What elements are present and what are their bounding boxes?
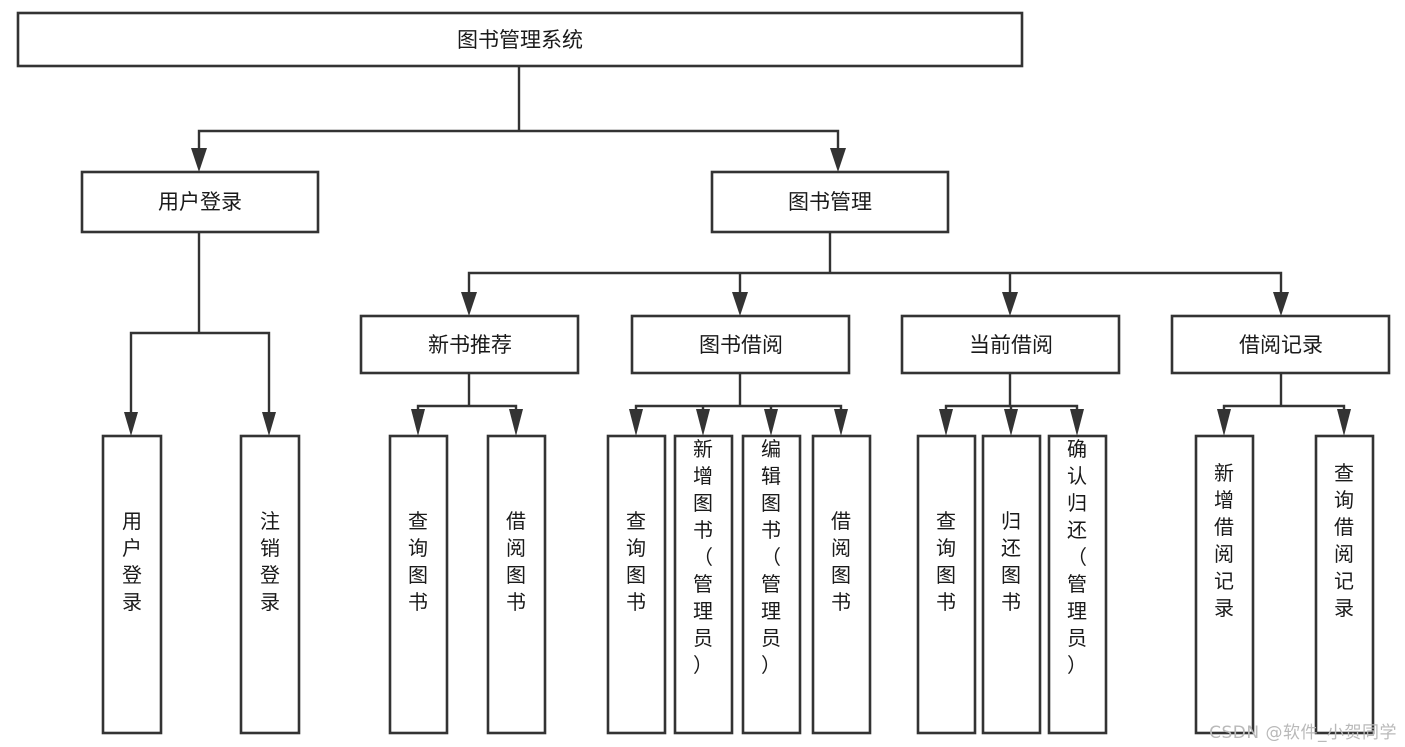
node-book-management-label: 图书管理 [788, 190, 872, 214]
node-book-borrow-label: 图书借阅 [699, 333, 783, 357]
node-root-box[interactable] [16, 11, 1024, 68]
node-book-borrow-box[interactable] [630, 314, 851, 375]
node-user-login-box[interactable] [80, 170, 320, 234]
node-current-borrow-label: 当前借阅 [969, 333, 1053, 357]
node-leaf-edit-book[interactable]: 编辑图书（管理员） [741, 434, 802, 735]
node-leaf-user-login-box[interactable] [101, 434, 163, 735]
arrow-to-leaf-confirm-return [1070, 409, 1084, 436]
node-leaf-query-book-1-box[interactable] [388, 434, 449, 735]
node-leaf-confirm-return-box[interactable] [1047, 434, 1108, 735]
node-leaf-query-book-3-label: 查询图书 [936, 509, 956, 614]
arrow-to-leaf-add-record [1217, 409, 1231, 436]
node-book-management-box[interactable] [710, 170, 950, 234]
node-leaf-user-logout-label: 注销登录 [260, 509, 280, 614]
node-borrow-record-box[interactable] [1170, 314, 1391, 375]
arrow-to-leaf-borrow-book-2 [834, 409, 848, 436]
node-leaf-add-book-box[interactable] [673, 434, 734, 735]
node-leaf-return-book-box[interactable] [981, 434, 1042, 735]
node-new-book-recommend[interactable]: 新书推荐 [359, 314, 580, 375]
arrow-to-leaf-user-login [124, 412, 138, 436]
arrow-to-current-borrow [1002, 292, 1018, 316]
node-leaf-query-book-3-box[interactable] [916, 434, 977, 735]
node-book-management[interactable]: 图书管理 [710, 170, 950, 234]
node-root-label: 图书管理系统 [457, 28, 583, 52]
node-leaf-return-book[interactable]: 归还图书 [981, 434, 1042, 735]
node-leaf-query-record[interactable]: 查询借阅记录 [1314, 434, 1375, 735]
arrow-to-leaf-add-book [696, 409, 710, 436]
node-leaf-confirm-return-label: 确认归还（管理员） [1067, 437, 1087, 677]
node-user-login-label: 用户登录 [158, 190, 242, 214]
edge-book-borrow-trunk [634, 371, 843, 423]
node-leaf-borrow-book-2-box[interactable] [811, 434, 872, 735]
arrow-to-leaf-query-record [1337, 409, 1351, 436]
node-leaf-edit-book-box[interactable] [741, 434, 802, 735]
node-leaf-borrow-book-1[interactable]: 借阅图书 [486, 434, 547, 735]
node-leaf-add-record[interactable]: 新增借阅记录 [1194, 434, 1255, 735]
arrow-to-leaf-borrow-book-1 [509, 409, 523, 436]
node-current-borrow[interactable]: 当前借阅 [900, 314, 1121, 375]
node-user-login[interactable]: 用户登录 [80, 170, 320, 234]
node-leaf-user-logout[interactable]: 注销登录 [239, 434, 301, 735]
arrow-to-leaf-edit-book [764, 409, 778, 436]
node-leaf-confirm-return[interactable]: 确认归还（管理员） [1047, 434, 1108, 735]
node-leaf-add-book-label: 新增图书（管理员） [693, 437, 713, 677]
arrow-to-borrow-record [1273, 292, 1289, 316]
node-borrow-record[interactable]: 借阅记录 [1170, 314, 1391, 375]
node-leaf-query-book-3[interactable]: 查询图书 [916, 434, 977, 735]
arrow-to-book-borrow [732, 292, 748, 316]
node-leaf-add-record-label: 新增借阅记录 [1214, 461, 1234, 620]
node-current-borrow-box[interactable] [900, 314, 1121, 375]
node-leaf-return-book-label: 归还图书 [1001, 509, 1021, 614]
node-leaf-borrow-book-1-box[interactable] [486, 434, 547, 735]
node-leaf-add-record-box[interactable] [1194, 434, 1255, 735]
node-leaf-user-login-label: 用户登录 [122, 509, 142, 614]
arrow-to-book-management [830, 148, 846, 172]
node-new-book-recommend-label: 新书推荐 [428, 333, 512, 357]
arrow-to-leaf-query-book-3 [939, 409, 953, 436]
edge-layer [124, 64, 1351, 436]
node-leaf-query-book-2-label: 查询图书 [626, 509, 646, 614]
node-leaf-query-book-2-box[interactable] [606, 434, 667, 735]
arrow-to-leaf-return-book [1004, 409, 1018, 436]
node-borrow-record-label: 借阅记录 [1239, 333, 1323, 357]
node-leaf-user-login[interactable]: 用户登录 [101, 434, 163, 735]
edge-root-trunk [197, 64, 840, 160]
edge-book-management-trunk [467, 230, 1283, 304]
edge-new-book-recommend-trunk [416, 371, 518, 423]
edge-borrow-record-trunk [1222, 371, 1346, 423]
node-leaf-user-logout-box[interactable] [239, 434, 301, 735]
edge-user-login-trunk [129, 230, 271, 423]
node-new-book-recommend-box[interactable] [359, 314, 580, 375]
node-leaf-borrow-book-2-label: 借阅图书 [831, 509, 851, 614]
arrow-to-leaf-query-book-1 [411, 409, 425, 436]
node-leaf-edit-book-label: 编辑图书（管理员） [761, 437, 781, 677]
arrow-to-new-book-recommend [461, 292, 477, 316]
csdn-watermark: CSDN @软件_小贺同学 [1209, 723, 1397, 743]
node-leaf-query-book-1-label: 查询图书 [408, 509, 428, 614]
node-leaf-query-record-label: 查询借阅记录 [1334, 461, 1354, 620]
arrow-to-leaf-user-logout [262, 412, 276, 436]
node-leaf-query-book-1[interactable]: 查询图书 [388, 434, 449, 735]
node-book-borrow[interactable]: 图书借阅 [630, 314, 851, 375]
node-leaf-borrow-book-1-label: 借阅图书 [506, 509, 526, 614]
node-root[interactable]: 图书管理系统 [16, 11, 1024, 68]
node-leaf-query-record-box[interactable] [1314, 434, 1375, 735]
arrow-to-leaf-query-book-2 [629, 409, 643, 436]
arrow-to-user-login [191, 148, 207, 172]
node-leaf-add-book[interactable]: 新增图书（管理员） [673, 434, 734, 735]
node-leaf-borrow-book-2[interactable]: 借阅图书 [811, 434, 872, 735]
node-leaf-query-book-2[interactable]: 查询图书 [606, 434, 667, 735]
